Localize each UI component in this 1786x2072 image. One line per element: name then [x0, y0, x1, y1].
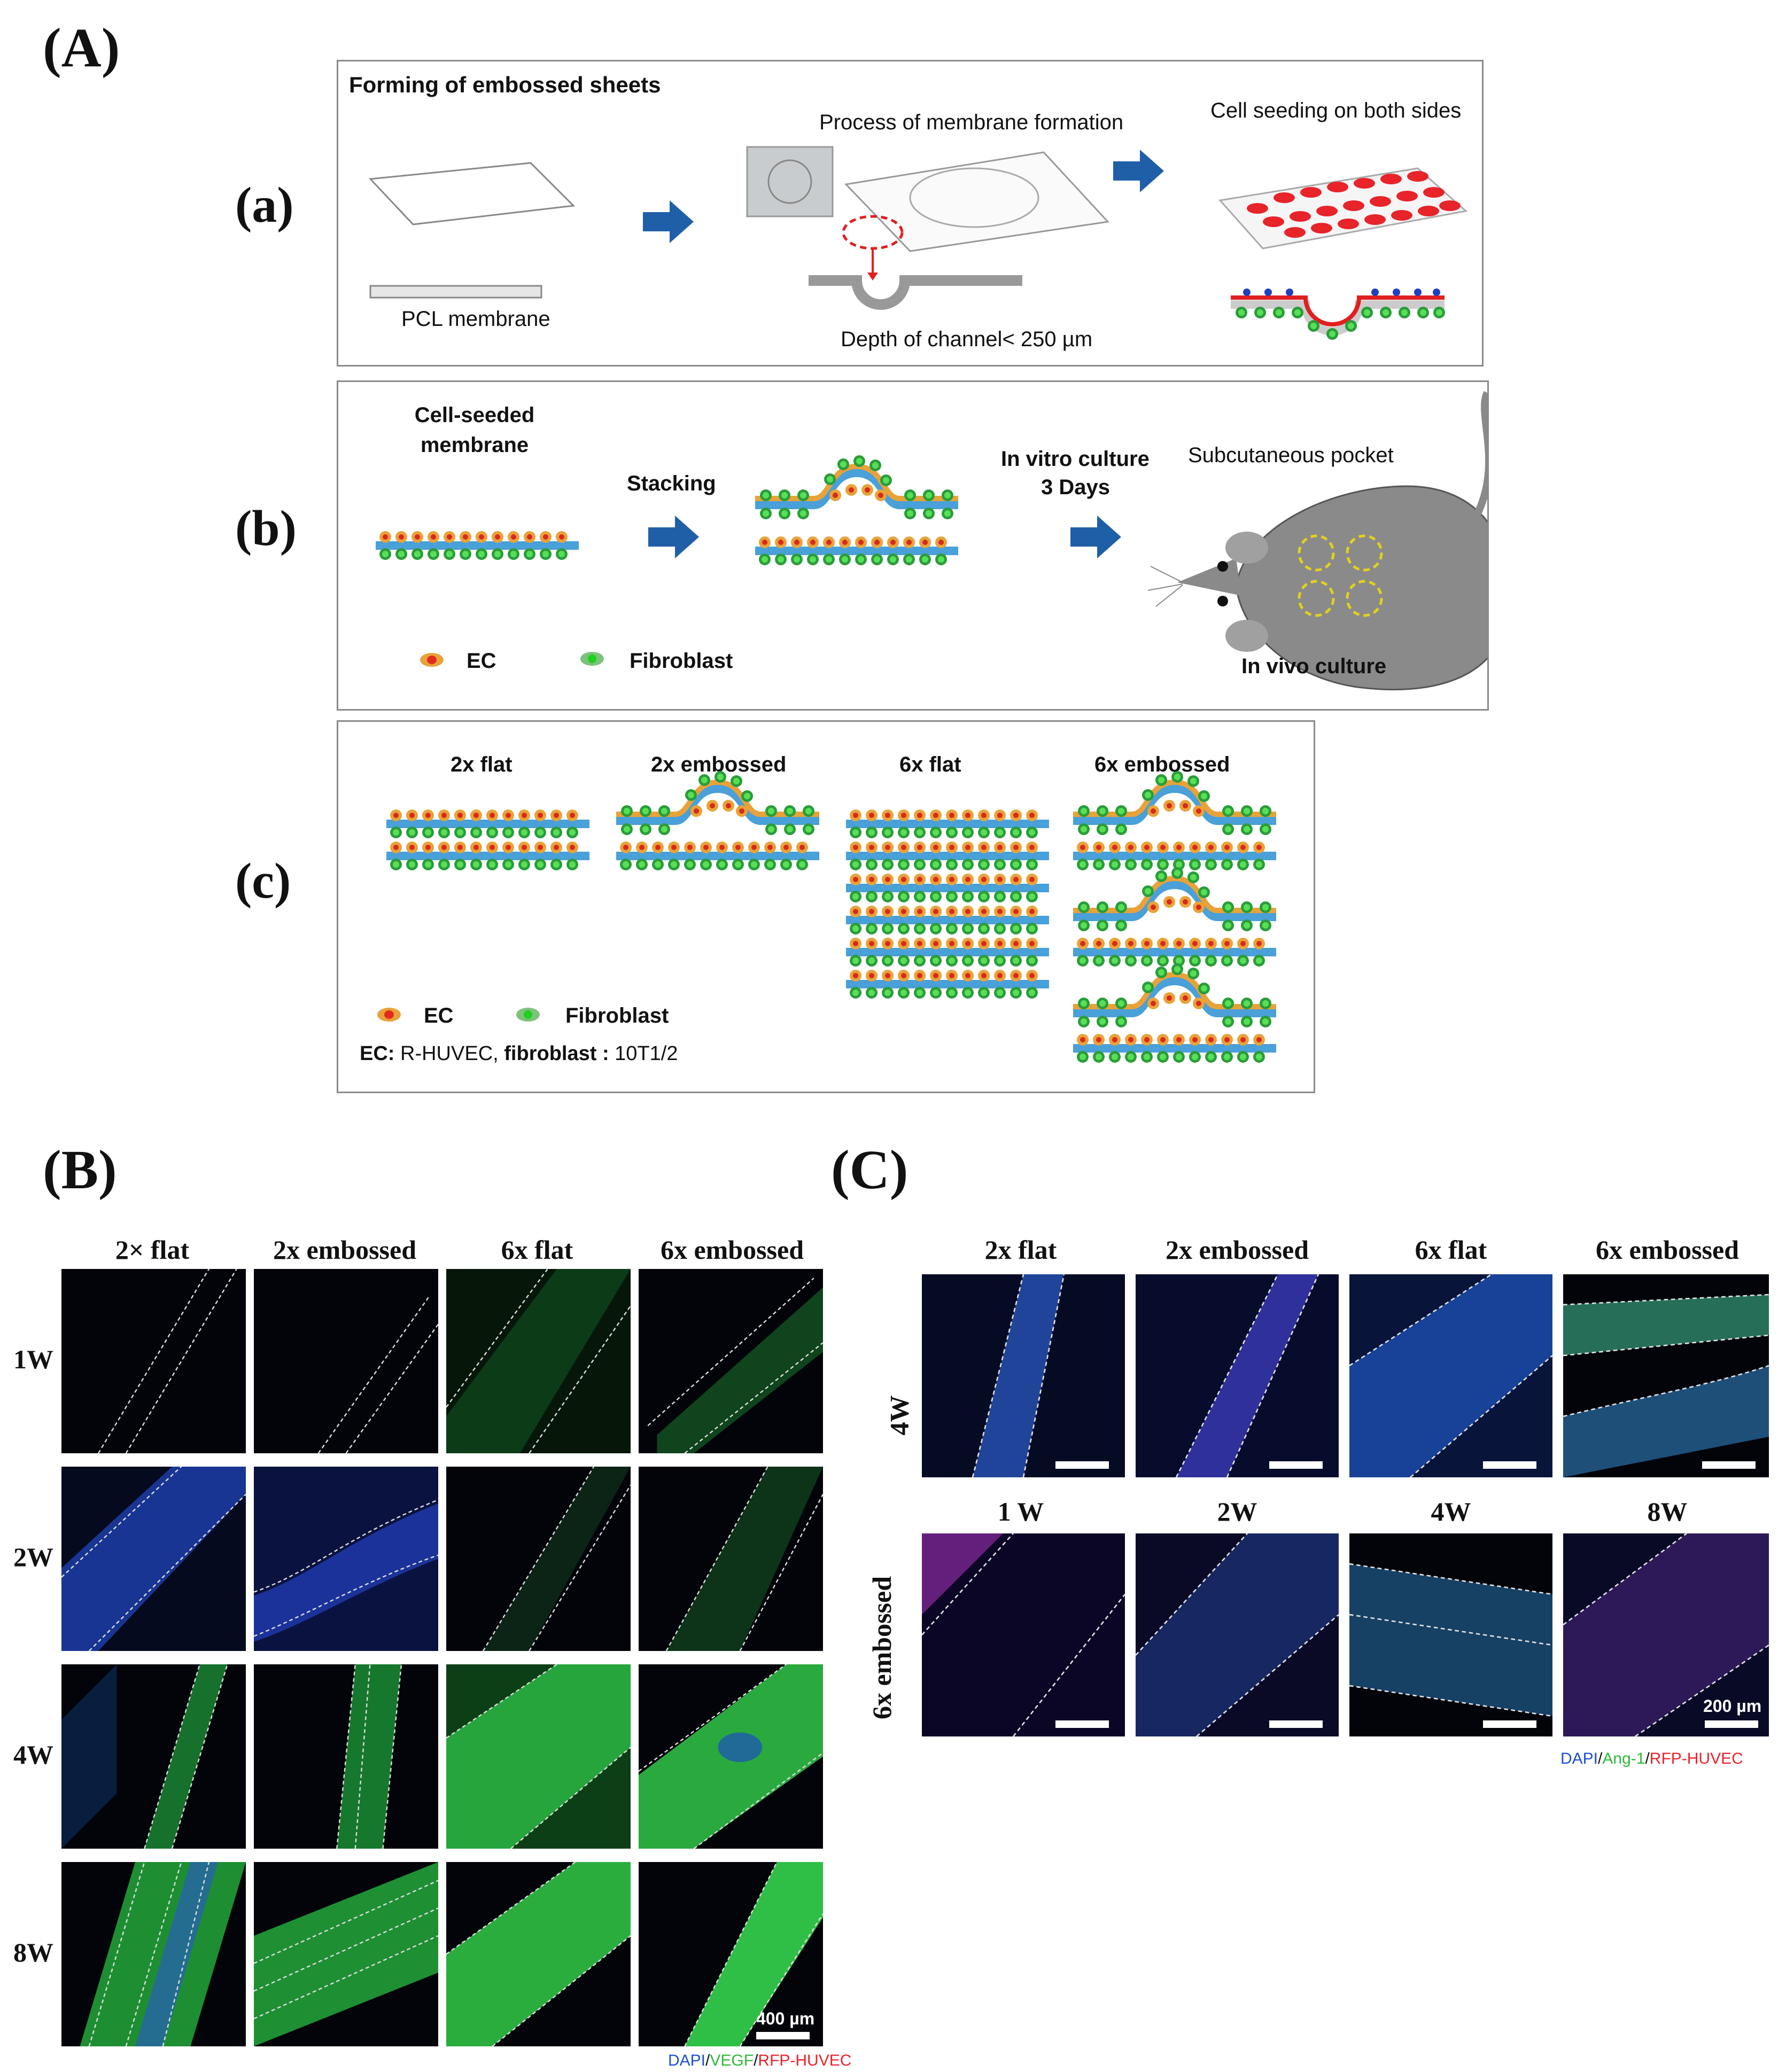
- embossing-process-illustration: [368, 146, 1468, 340]
- b-stain-legend: DAPI/VEGF/RFP-HUVEC: [668, 2052, 852, 2069]
- c-scale-bar-3: [1483, 1461, 1536, 1469]
- condition-6x-flat: 6x flat: [899, 753, 961, 776]
- b-image-1w-6x-embossed: [639, 1269, 823, 1453]
- b-image-1w-2x-flat: [61, 1269, 246, 1453]
- b-image-8w-6x-embossed: 400 µm: [639, 1862, 823, 2046]
- c-scale-bar-6: [1269, 1720, 1323, 1728]
- b-row-1w: 1W: [13, 1344, 53, 1374]
- c-scale-bar-4: [1702, 1461, 1756, 1469]
- c-image-6x-emb-1w: [922, 1533, 1125, 1736]
- legend-c-fibroblast-label: Fibroblast: [565, 1004, 669, 1027]
- subpanel-b-letter: (b): [235, 501, 297, 556]
- b-row-2w: 2W: [13, 1542, 53, 1572]
- panel-c-letter: (C): [831, 1139, 908, 1201]
- b-scale-bar: [756, 2032, 810, 2039]
- c-image-6x-emb-4w: [1349, 1533, 1552, 1736]
- b-image-8w-6x-flat: [446, 1862, 631, 2046]
- c-col-2x-embossed: 2x embossed: [1165, 1235, 1309, 1265]
- c-scale-bar-8: [1705, 1720, 1758, 1728]
- c-row2-col-4w: 4W: [1431, 1497, 1471, 1526]
- b-row-4w: 4W: [13, 1740, 53, 1770]
- membrane-formation-label: Process of membrane formation: [819, 111, 1124, 134]
- legend-fibroblast-label: Fibroblast: [630, 649, 733, 673]
- panel-b-letter: (B): [43, 1139, 117, 1201]
- legend-ec-label: EC: [467, 649, 496, 673]
- c-image-6x-emb-8w: 200 µm: [1563, 1533, 1769, 1736]
- c-row2-col-2w: 2W: [1217, 1497, 1257, 1526]
- b-image-8w-2x-embossed: [254, 1862, 438, 2046]
- b-image-8w-2x-flat: [61, 1862, 246, 2046]
- c-row-6x-embossed-label: 6x embossed: [867, 1576, 897, 1720]
- c-scale-bar-5: [1055, 1720, 1109, 1728]
- subpanel-c-letter: (c): [235, 853, 291, 909]
- c-image-6x-emb-2w: [1136, 1533, 1339, 1736]
- stack-configurations-illustration: [377, 722, 1314, 1092]
- stacking-label: Stacking: [627, 472, 716, 495]
- c-scale-bar-2: [1269, 1461, 1323, 1469]
- c-image-4w-6x-flat: [1349, 1274, 1552, 1477]
- c-image-4w-6x-embossed: [1563, 1274, 1769, 1477]
- subpanel-a-title: Forming of embossed sheets: [349, 72, 661, 97]
- panel-a-letter: (A): [43, 17, 120, 79]
- subpanel-b-box: Cell-seeded membrane Stacking In vitro c…: [337, 380, 1489, 711]
- b-image-4w-2x-flat: [61, 1664, 246, 1849]
- b-image-4w-6x-embossed: [639, 1664, 823, 1849]
- pcl-membrane-label: PCL membrane: [401, 307, 550, 331]
- c-row-4w-label: 4W: [884, 1395, 914, 1436]
- cell-type-note: EC: R-HUVEC, fibroblast : 10T1/2: [360, 1042, 678, 1065]
- b-image-2w-6x-embossed: [639, 1467, 823, 1651]
- legend-c-ec-label: EC: [424, 1004, 454, 1027]
- b-image-1w-6x-flat: [446, 1269, 631, 1453]
- subpanel-a-letter: (a): [235, 177, 294, 233]
- c-scale-label: 200 µm: [1703, 1696, 1762, 1716]
- c-row2-col-1w: 1 W: [997, 1497, 1044, 1526]
- subpanel-a-box: Forming of embossed sheets: [337, 60, 1484, 367]
- b-image-1w-2x-embossed: [254, 1269, 438, 1453]
- b-row-8w: 8W: [13, 1937, 53, 1967]
- channel-depth-label: Depth of channel< 250 µm: [841, 328, 1093, 351]
- c-stain-legend: DAPI/Ang-1/RFP-HUVEC: [1560, 1750, 1743, 1767]
- c-scale-bar-7: [1483, 1720, 1536, 1728]
- culture-days-label: 3 Days: [1041, 476, 1110, 499]
- condition-6x-embossed: 6x embossed: [1094, 753, 1230, 776]
- b-col-6x-embossed: 6x embossed: [660, 1235, 804, 1265]
- condition-2x-flat: 2x flat: [451, 753, 512, 776]
- cell-seeded-membrane-label: Cell-seeded membrane: [414, 403, 535, 457]
- stacking-illustration: [338, 391, 1487, 691]
- b-col-6x-flat: 6x flat: [501, 1235, 573, 1265]
- c-col-6x-flat: 6x flat: [1415, 1235, 1487, 1265]
- cell-seeding-label: Cell seeding on both sides: [1210, 99, 1462, 122]
- c-col-6x-embossed: 6x embossed: [1595, 1235, 1740, 1265]
- b-image-2w-6x-flat: [446, 1467, 631, 1651]
- c-image-4w-2x-flat: [922, 1274, 1125, 1477]
- c-col-2x-flat: 2x flat: [984, 1235, 1057, 1265]
- b-image-4w-2x-embossed: [254, 1664, 438, 1849]
- b-scale-label: 400 µm: [756, 2009, 815, 2028]
- subcutaneous-pocket-label: Subcutaneous pocket: [1188, 443, 1394, 467]
- in-vivo-culture-label: In vivo culture: [1241, 655, 1387, 678]
- b-col-2x-embossed: 2x embossed: [273, 1235, 417, 1265]
- subpanel-c-box: 2x flat 2x embossed 6x flat 6x embossed …: [337, 720, 1315, 1093]
- c-scale-bar-1: [1055, 1461, 1109, 1469]
- b-image-2w-2x-embossed: [254, 1467, 438, 1651]
- c-row2-col-8w: 8W: [1647, 1497, 1688, 1526]
- b-col-2x-flat: 2× flat: [115, 1235, 190, 1265]
- b-image-4w-6x-flat: [446, 1664, 631, 1849]
- b-image-2w-2x-flat: [61, 1467, 246, 1651]
- in-vitro-culture-label: In vitro culture: [1001, 447, 1150, 471]
- c-image-4w-2x-embossed: [1136, 1274, 1339, 1477]
